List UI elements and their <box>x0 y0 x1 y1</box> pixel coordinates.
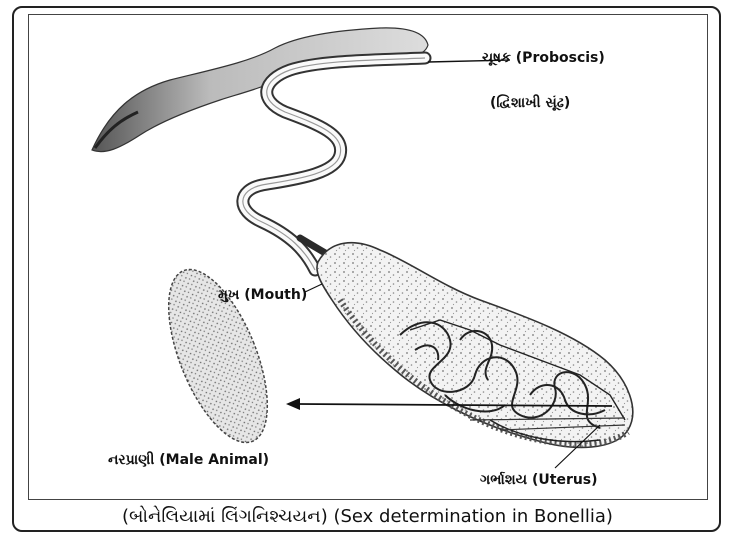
figure-caption: (બોનેલિયામાં લિંગનિશ્ચયન) (Sex determina… <box>0 506 735 527</box>
mouth-leader-line <box>305 284 322 292</box>
mouth-label: મુખ (Mouth) <box>218 287 307 303</box>
uterus-label: ગર્ભાશય (Uterus) <box>480 472 598 488</box>
proboscis-label: ચૂષક (Proboscis) <box>482 50 605 66</box>
male-animal-label: નરપ્રાણી (Male Animal) <box>108 452 269 468</box>
proboscis-sub-label: (દ્વિશાખી સૂંઢ) <box>490 95 570 111</box>
proboscis-left-branch <box>92 28 428 152</box>
proboscis-right-branch <box>243 58 425 270</box>
female-body <box>317 243 633 448</box>
